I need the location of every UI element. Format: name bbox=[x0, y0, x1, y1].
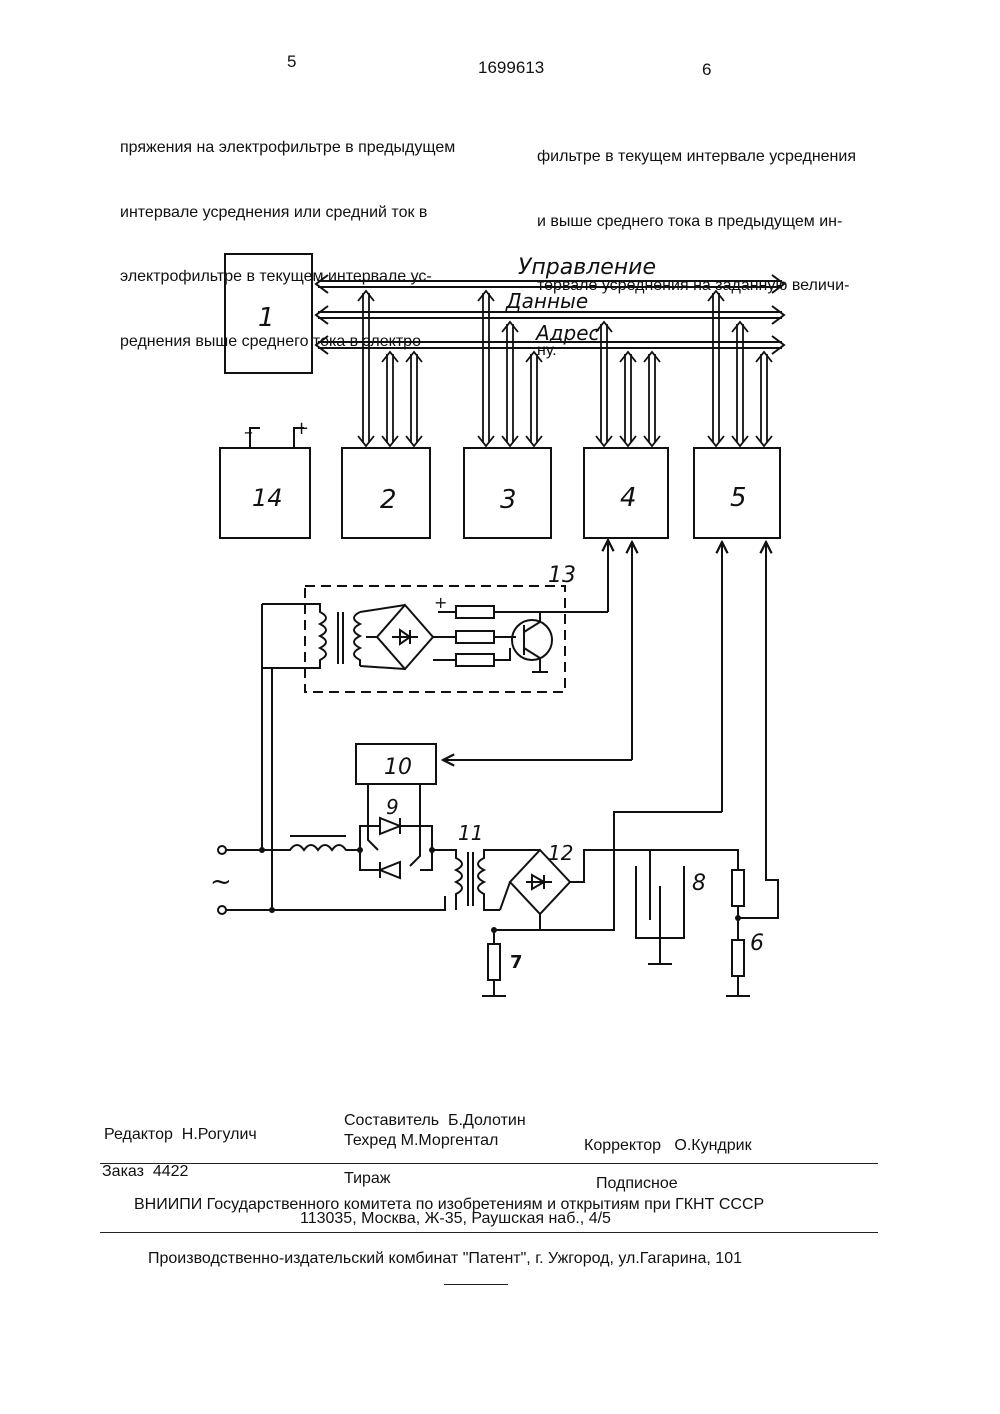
ac-supply-symbol: ~ bbox=[210, 867, 232, 897]
footer-rule-1 bbox=[100, 1163, 878, 1164]
transistor-plus-sign: + bbox=[434, 593, 447, 612]
bus-link-arrow-down bbox=[732, 436, 748, 446]
bus-label-address: Адрес bbox=[534, 321, 600, 345]
block-5-label: 5 bbox=[730, 483, 747, 513]
bus-link-arrow-up bbox=[644, 352, 660, 362]
label-9: 9 bbox=[386, 795, 399, 819]
bus-label-data: Данные bbox=[505, 289, 588, 313]
bus-link-arrow-down bbox=[756, 436, 772, 446]
bus-link-arrow-down bbox=[478, 436, 494, 446]
bus-link-arrow-up bbox=[406, 352, 422, 362]
footer-printer: Производственно-издательский комбинат "П… bbox=[148, 1250, 742, 1268]
footer-techred: Техред М.Моргентал bbox=[344, 1132, 498, 1150]
block-10-label: 10 bbox=[384, 755, 412, 780]
bus-link-arrow-up bbox=[526, 352, 542, 362]
label-7: 7 bbox=[510, 952, 523, 973]
footer-compiler: Составитель Б.Долотин bbox=[344, 1112, 526, 1130]
label-13: 13 bbox=[548, 563, 576, 588]
label-6: 6 bbox=[750, 931, 764, 956]
block-1-label: 1 bbox=[258, 303, 275, 333]
bus-link-arrow-down bbox=[708, 436, 724, 446]
block-2-label: 2 bbox=[380, 485, 397, 515]
footer-circulation: Тираж bbox=[344, 1170, 391, 1188]
footer-subscription: Подписное bbox=[596, 1175, 678, 1193]
footer-org-line-2: 113035, Москва, Ж-35, Раушская наб., 4/5 bbox=[300, 1210, 611, 1228]
bus-label-control: Управление bbox=[518, 255, 656, 280]
minus-sign: – bbox=[244, 422, 253, 443]
bus-link-arrow-up bbox=[502, 322, 518, 332]
footer-corrector: Корректор О.Кундрик bbox=[584, 1137, 752, 1155]
bus-link-arrow-down bbox=[596, 436, 612, 446]
block-4-label: 4 bbox=[620, 483, 637, 513]
bus-link-arrow-down bbox=[644, 436, 660, 446]
line-to-block-5-b bbox=[766, 542, 778, 918]
footer-rule-2 bbox=[100, 1232, 878, 1233]
bus-link-arrow-down bbox=[620, 436, 636, 446]
bus-link-arrow-up bbox=[358, 291, 374, 301]
bus-link-arrow-up bbox=[382, 352, 398, 362]
bus-link-arrow-down bbox=[526, 436, 542, 446]
block-3-label: 3 bbox=[500, 485, 517, 515]
bus-link-arrow-down bbox=[382, 436, 398, 446]
bus-link-arrow-up bbox=[708, 291, 724, 301]
bus-link-arrow-up bbox=[478, 291, 494, 301]
bus-link-arrow-up bbox=[756, 352, 772, 362]
bus-link-arrow-up bbox=[732, 322, 748, 332]
label-11: 11 bbox=[458, 821, 483, 845]
label-8: 8 bbox=[692, 871, 706, 896]
bus-link-arrow-up bbox=[620, 352, 636, 362]
plus-sign: + bbox=[294, 418, 309, 439]
label-12: 12 bbox=[548, 841, 573, 865]
footer-editor: Редактор Н.Рогулич bbox=[104, 1126, 257, 1144]
block-14-label: 14 bbox=[252, 484, 283, 512]
footer-order: Заказ 4422 bbox=[102, 1163, 188, 1181]
footer-short-rule bbox=[444, 1284, 508, 1285]
circuit-diagram: Управление Данные Адрес 1 14 2 3 4 5 10 … bbox=[0, 0, 1000, 1080]
bus-link-arrow-down bbox=[406, 436, 422, 446]
bus-link-arrow-down bbox=[502, 436, 518, 446]
bus-link-arrow-down bbox=[358, 436, 374, 446]
